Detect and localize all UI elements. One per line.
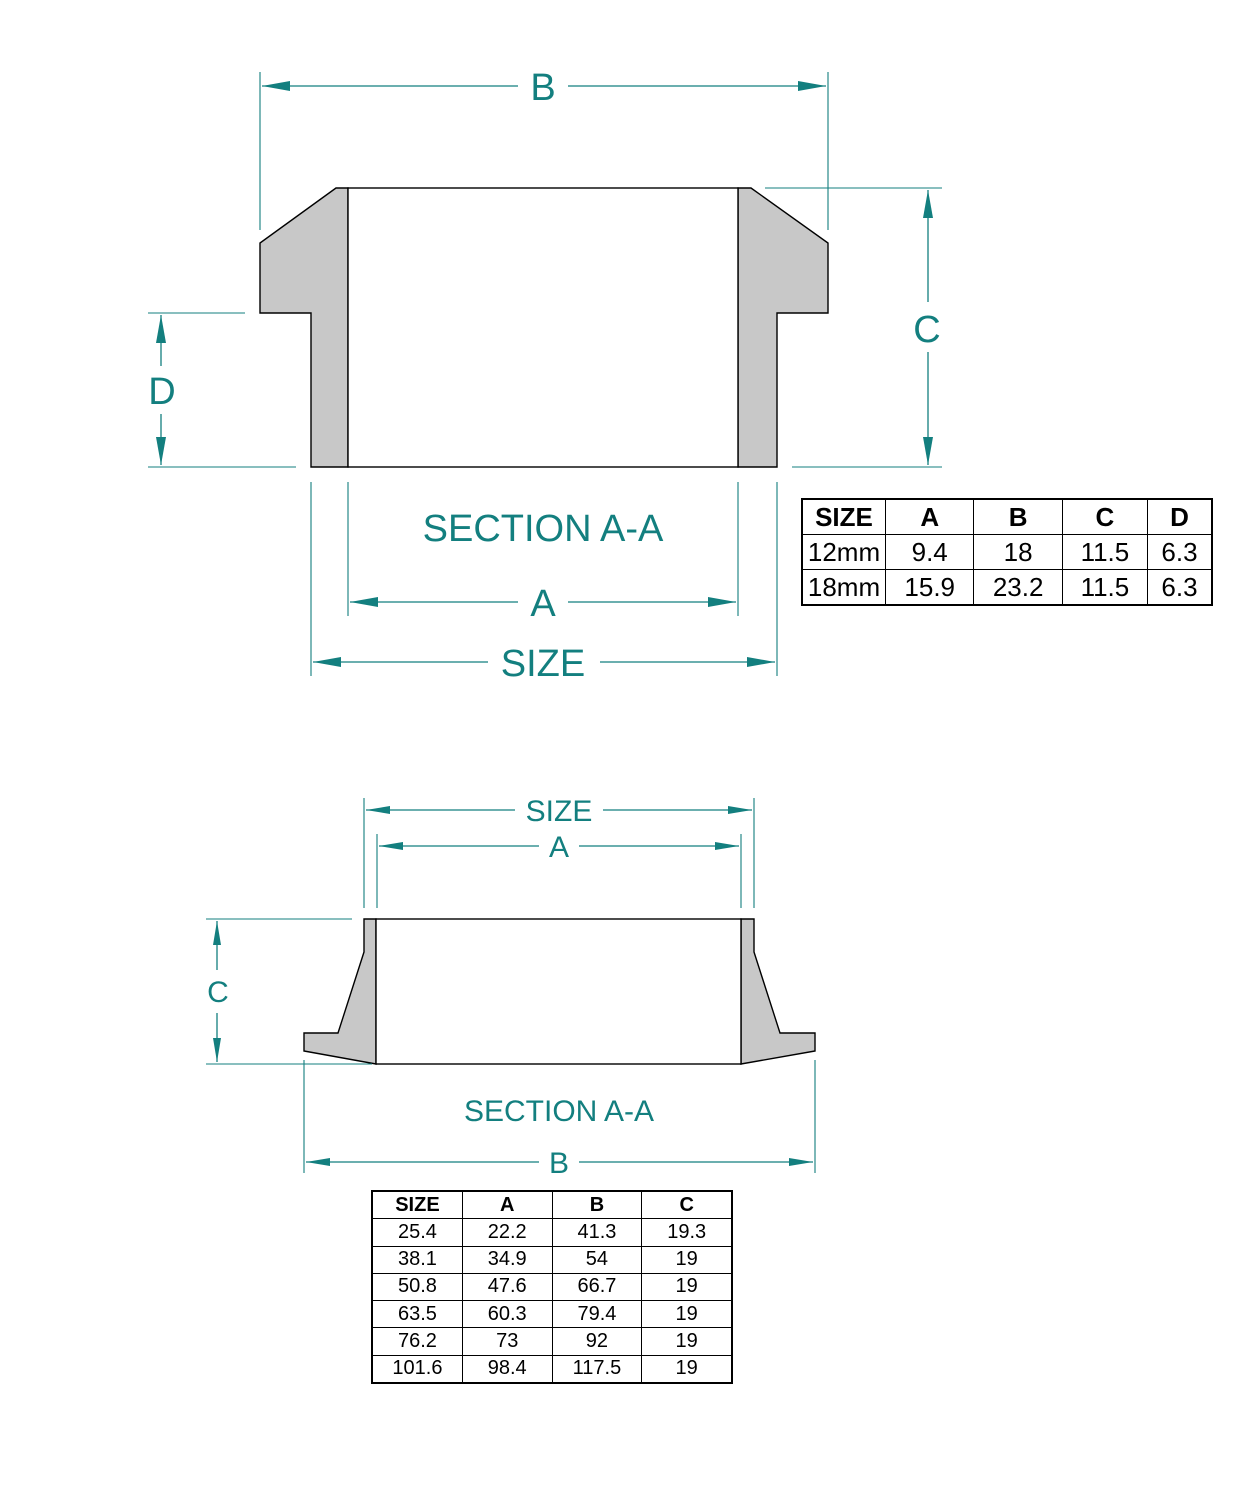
table-cell: 54	[551, 1245, 643, 1274]
table-row: 25.4 22.2 41.3 19.3	[371, 1218, 733, 1247]
top-left-wall	[259, 187, 349, 468]
table-cell: 79.4	[551, 1300, 643, 1329]
table-cell: 19	[641, 1354, 733, 1384]
table-row: 76.2 73 92 19	[371, 1327, 733, 1356]
header-d: D	[1146, 498, 1213, 535]
table-cell: 117.5	[551, 1354, 643, 1384]
table-cell: 98.4	[461, 1354, 553, 1384]
bottom-dimension-table: SIZE A B C 25.4 22.2 41.3 19.3 38.1 34.9…	[371, 1190, 733, 1384]
table-cell: 11.5	[1061, 534, 1148, 570]
bottom-dim-size-label: SIZE	[526, 795, 593, 828]
top-dim-c-label: C	[913, 309, 940, 351]
bottom-bore	[375, 918, 742, 1065]
header-c: C	[641, 1190, 733, 1220]
bottom-section-label: SECTION A-A	[464, 1095, 654, 1128]
top-dim-a-label: A	[530, 583, 556, 625]
top-right-wall	[737, 187, 829, 468]
table-cell: 41.3	[551, 1218, 643, 1247]
table-header-row: SIZE A B C	[371, 1190, 733, 1220]
bottom-dim-b-label: B	[549, 1147, 569, 1180]
table-cell: 19	[641, 1327, 733, 1356]
bottom-left-wall	[303, 918, 377, 1065]
table-header-row: SIZE A B C D	[801, 498, 1213, 535]
top-dim-b-label: B	[530, 67, 555, 109]
header-a: A	[884, 498, 975, 535]
table-cell: 73	[461, 1327, 553, 1356]
table-cell: 47.6	[461, 1272, 553, 1302]
table-cell: 22.2	[461, 1218, 553, 1247]
table-cell: 19	[641, 1245, 733, 1274]
table-cell: 6.3	[1146, 534, 1213, 570]
table-cell: 18	[973, 534, 1063, 570]
top-dimension-table: SIZE A B C D 12mm 9.4 18 11.5 6.3 18mm 1…	[801, 498, 1213, 606]
table-cell: 38.1	[371, 1245, 463, 1274]
top-section-view: B C D SECTION A-A A SIZE	[148, 67, 942, 685]
table-cell: 60.3	[461, 1300, 553, 1329]
header-b: B	[973, 498, 1063, 535]
table-row: 101.6 98.4 117.5 19	[371, 1354, 733, 1384]
table-cell: 19.3	[641, 1218, 733, 1247]
header-b: B	[551, 1190, 643, 1220]
table-cell: 18mm	[801, 569, 886, 606]
table-cell: 66.7	[551, 1272, 643, 1302]
table-cell: 9.4	[884, 534, 975, 570]
table-cell: 11.5	[1061, 569, 1148, 606]
table-cell: 19	[641, 1300, 733, 1329]
table-cell: 19	[641, 1272, 733, 1302]
header-size: SIZE	[801, 498, 886, 535]
table-row: 50.8 47.6 66.7 19	[371, 1272, 733, 1302]
table-row: 18mm 15.9 23.2 11.5 6.3	[801, 569, 1213, 606]
header-size: SIZE	[371, 1190, 463, 1220]
bottom-section-view: SIZE A C SECTION A-A B	[206, 795, 816, 1180]
table-row: 12mm 9.4 18 11.5 6.3	[801, 534, 1213, 570]
table-cell: 23.2	[973, 569, 1063, 606]
table-cell: 15.9	[884, 569, 975, 606]
table-cell: 34.9	[461, 1245, 553, 1274]
table-row: 38.1 34.9 54 19	[371, 1245, 733, 1274]
table-cell: 6.3	[1146, 569, 1213, 606]
top-bore	[347, 187, 739, 468]
bottom-dim-c-label: C	[207, 976, 229, 1009]
table-cell: 12mm	[801, 534, 886, 570]
table-cell: 63.5	[371, 1300, 463, 1329]
top-dim-size-label: SIZE	[501, 643, 585, 685]
bottom-right-wall	[740, 918, 816, 1065]
table-cell: 76.2	[371, 1327, 463, 1356]
header-c: C	[1061, 498, 1148, 535]
table-cell: 25.4	[371, 1218, 463, 1247]
table-cell: 92	[551, 1327, 643, 1356]
top-section-label: SECTION A-A	[423, 508, 664, 550]
table-row: 63.5 60.3 79.4 19	[371, 1300, 733, 1329]
bottom-dim-a-label: A	[549, 831, 569, 864]
header-a: A	[461, 1190, 553, 1220]
table-cell: 101.6	[371, 1354, 463, 1384]
table-cell: 50.8	[371, 1272, 463, 1302]
top-dim-d-label: D	[148, 371, 175, 413]
